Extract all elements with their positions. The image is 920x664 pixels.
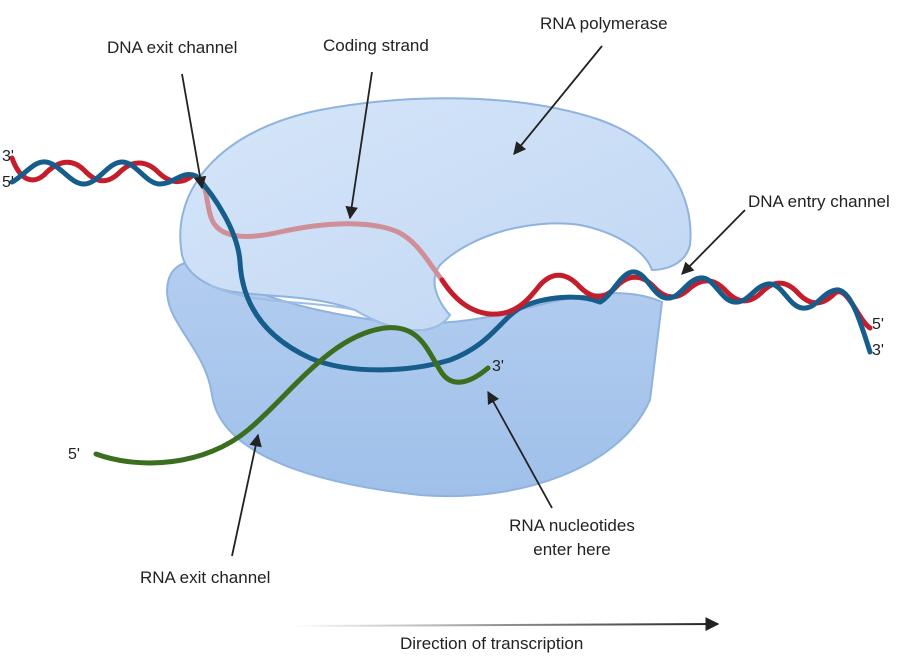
rna-nucleotides-label: RNA nucleotides enter here xyxy=(492,516,652,560)
rna-exit-channel-label: RNA exit channel xyxy=(140,568,271,587)
right-top-end-label: 5' xyxy=(872,316,884,333)
right-bottom-end-label: 3' xyxy=(872,342,884,359)
rna-3-prime-label: 3' xyxy=(492,358,504,375)
coding-strand-label: Coding strand xyxy=(323,36,429,55)
coding-strand-arrow-icon xyxy=(345,71,373,220)
rna-polymerase-arrow-icon xyxy=(513,45,603,155)
polymerase-upper-lobe xyxy=(179,97,692,332)
rna-nucleotides-label-line1: RNA nucleotides xyxy=(509,516,635,535)
template-strand-right xyxy=(597,269,873,355)
direction-of-transcription-label: Direction of transcription xyxy=(400,634,584,653)
coding-strand-inside xyxy=(197,175,445,283)
template-strand-left xyxy=(9,159,199,187)
rna-transcript xyxy=(93,325,491,466)
dna-exit-channel-label: DNA exit channel xyxy=(107,38,238,57)
left-bottom-end-label: 5' xyxy=(2,174,14,191)
rna-nucleotides-arrow-icon xyxy=(487,390,553,509)
dna-entry-arrow-icon xyxy=(681,209,746,275)
dna-entry-channel-label: DNA entry channel xyxy=(748,192,890,211)
dna-exit-arrow-icon xyxy=(181,73,207,190)
rna-polymerase-label: RNA polymerase xyxy=(540,14,668,33)
rna-5-prime-label: 5' xyxy=(68,446,80,463)
left-top-end-label: 3' xyxy=(2,148,14,165)
direction-arrow-icon xyxy=(294,617,720,632)
coding-strand-left xyxy=(9,155,195,184)
rna-nucleotides-label-line2: enter here xyxy=(533,540,611,559)
rna-exit-arrow-icon xyxy=(231,433,262,557)
